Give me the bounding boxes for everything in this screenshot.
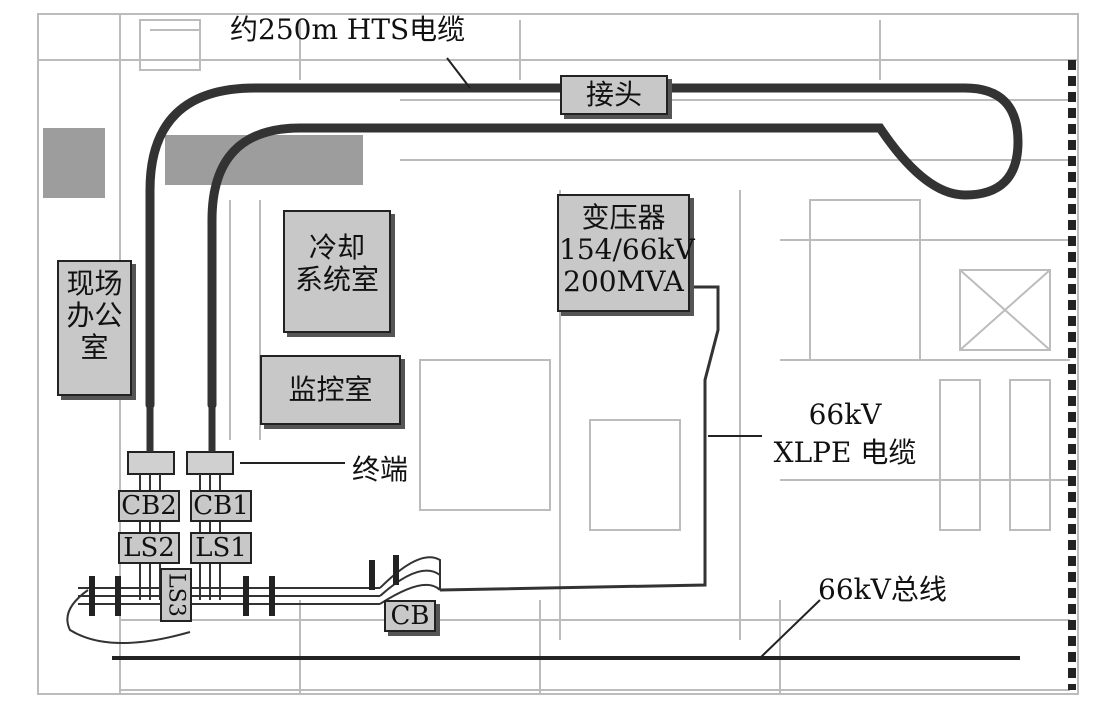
building-block-top <box>165 135 363 185</box>
background-plan-lines <box>37 13 1079 695</box>
ls3-box: LS3 <box>160 568 192 622</box>
site-office-label-1: 现场 <box>66 267 123 300</box>
transformer-label-3: 200MVA <box>563 265 684 299</box>
xlpe-label-1: 66kV <box>808 398 882 431</box>
monitor-room-box: 监控室 <box>260 355 401 425</box>
transformer-label-2: 154/66kV <box>559 233 695 267</box>
switchgear-bus <box>66 556 441 644</box>
site-office-label-3: 室 <box>80 331 109 365</box>
cb2-box: CB2 <box>118 490 180 522</box>
ls3-label: LS3 <box>163 573 189 617</box>
site-office-box: 现场 办公 室 <box>57 260 132 396</box>
terminal-label: 终端 <box>352 453 409 486</box>
terminal-left <box>127 451 175 475</box>
transformer-label-1: 变压器 <box>581 201 666 234</box>
cb1-box: CB1 <box>190 490 252 522</box>
ls1-box: LS1 <box>190 532 252 564</box>
xlpe-cable <box>439 285 720 592</box>
ls2-box: LS2 <box>118 532 180 564</box>
terminal-right <box>186 451 234 475</box>
site-office-label-2: 办公 <box>66 299 123 333</box>
bus-pointer <box>759 599 821 659</box>
joint-box: 接头 <box>560 75 668 115</box>
cooling-room-box: 冷却 系统室 <box>283 210 391 333</box>
bus-label: 66kV总线 <box>818 573 947 606</box>
xlpe-label-2: XLPE 电缆 <box>773 436 917 469</box>
transformer-box: 变压器 154/66kV 200MVA <box>557 194 695 312</box>
cb-box: CB <box>384 600 436 632</box>
hts-cable-label: 约250m HTS电缆 <box>230 13 466 46</box>
hts-cable <box>145 83 1023 410</box>
building-block-left <box>43 128 105 198</box>
xlpe-cable-label: 66kV XLPE 电缆 <box>765 398 925 471</box>
cooling-room-label-1: 冷却 <box>308 231 365 264</box>
hts-cable-pointer <box>446 57 471 89</box>
cooling-room-label-2: 系统室 <box>294 263 379 297</box>
